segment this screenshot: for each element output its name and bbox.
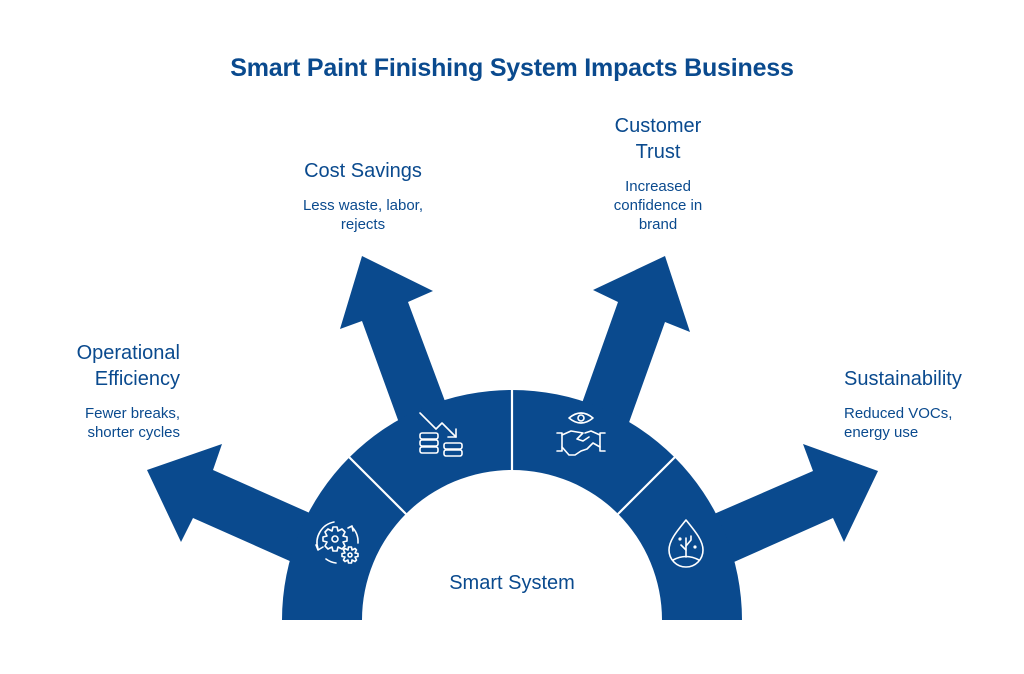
diagram-title: Smart Paint Finishing System Impacts Bus…	[230, 54, 794, 82]
arrow-customer-trust	[576, 256, 690, 442]
impact-description: Reduced VOCs, energy use	[844, 405, 953, 441]
impact-title: Sustainability	[844, 368, 962, 390]
label-sustainability: Sustainability Reduced VOCs, energy use	[844, 366, 1014, 442]
gears-cycle-icon	[315, 521, 359, 564]
handshake-eye-icon	[556, 412, 606, 456]
label-cost-savings: Cost Savings Less waste, labor, rejects	[263, 158, 463, 234]
impact-title: Customer Trust	[614, 115, 702, 163]
ring-separator-1	[348, 456, 407, 515]
impact-title: Cost Savings	[304, 160, 422, 182]
label-customer-trust: Customer Trust Increased confidence in b…	[568, 113, 748, 234]
impact-description: Increased confidence in brand	[613, 178, 703, 233]
center-label: Smart System	[449, 572, 575, 594]
arrow-operational-efficiency	[147, 444, 312, 562]
smart-system-ring	[282, 390, 742, 620]
coins-down-trend-icon	[419, 412, 463, 457]
impact-description: Less waste, labor, rejects	[302, 197, 424, 233]
water-drop-plant-icon	[668, 519, 704, 568]
impact-description: Fewer breaks, shorter cycles	[84, 405, 180, 441]
arrow-cost-savings	[340, 256, 452, 442]
label-operational-efficiency: Operational Efficiency Fewer breaks, sho…	[20, 340, 180, 442]
ring-separator-3	[617, 456, 676, 515]
arrow-sustainability	[714, 444, 878, 562]
impact-title: Operational Efficiency	[76, 342, 180, 390]
